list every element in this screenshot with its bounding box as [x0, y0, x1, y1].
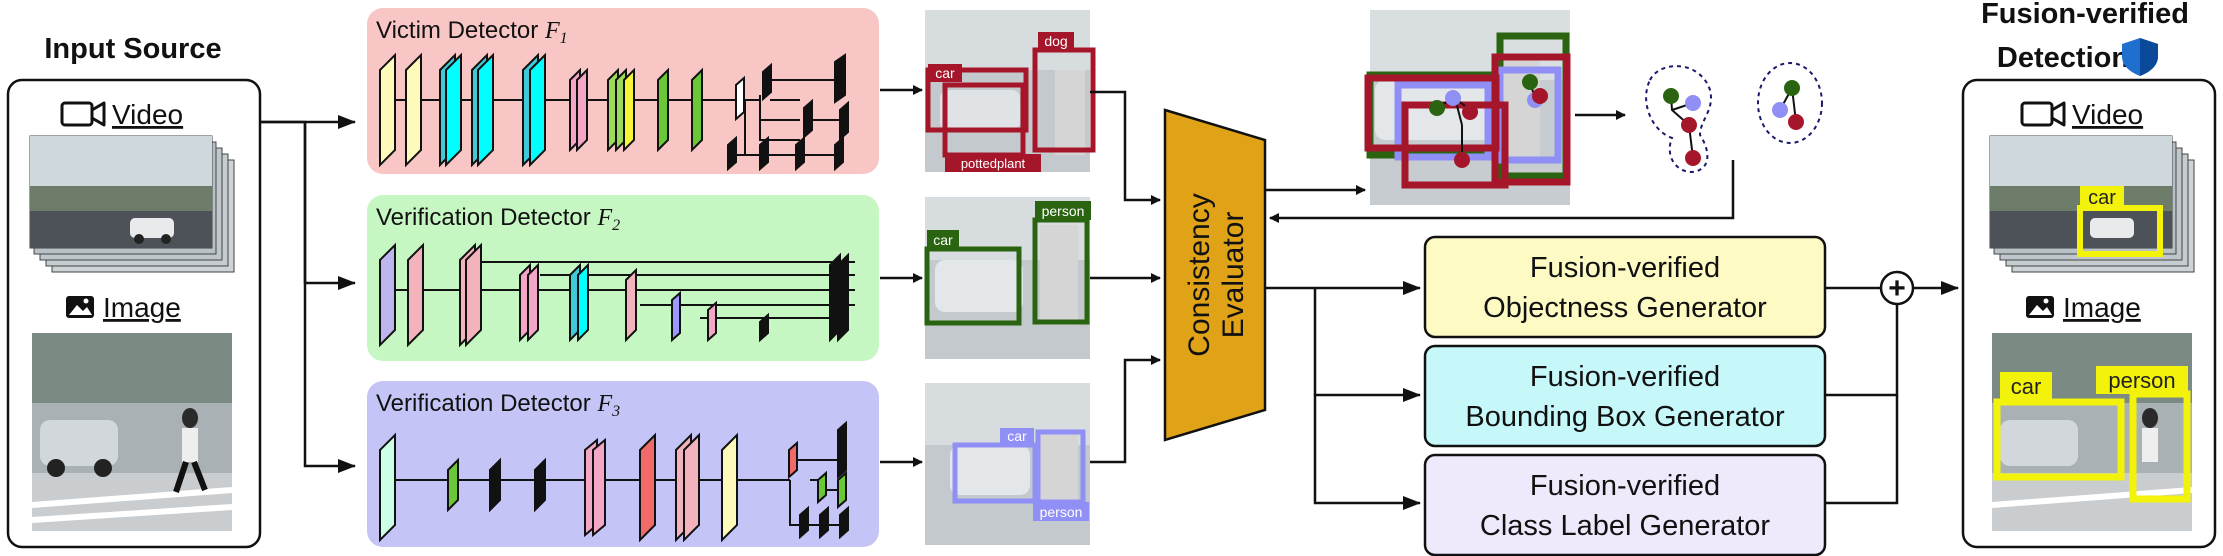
svg-text:person: person [1040, 504, 1083, 520]
input-image [31, 333, 233, 531]
detector-f3-network [379, 420, 849, 543]
output-title-line2: Detection [1997, 42, 2129, 74]
svg-text:Evaluator: Evaluator [1217, 212, 1250, 339]
detector-f3-title: Verification Detector F3 [376, 390, 620, 420]
svg-text:car: car [2088, 187, 2116, 209]
svg-text:dog: dog [1044, 33, 1067, 49]
detector-f2-title: Verification Detector F2 [376, 204, 620, 234]
f1-detection-result: car dog pottedplant [925, 10, 1096, 172]
svg-text:car: car [2011, 374, 2042, 399]
detector-output-arrows [880, 85, 923, 467]
svg-text:Fusion-verified: Fusion-verified [1530, 252, 1720, 284]
video-camera-icon [2020, 101, 2066, 127]
svg-text:Bounding Box Generator: Bounding Box Generator [1465, 401, 1785, 433]
svg-text:person: person [2108, 368, 2175, 393]
bounding-box-generator: Fusion-verified Bounding Box Generator [1423, 344, 1827, 448]
input-video-frames [29, 135, 235, 273]
image-icon [2026, 296, 2054, 318]
detector-f1-title: Victim Detector F1 [376, 17, 568, 47]
objectness-generator: Fusion-verified Objectness Generator [1423, 235, 1827, 339]
cluster-graph-2 [1757, 62, 1823, 144]
evaluator-to-generators [1265, 281, 1421, 510]
generators-to-sum [1825, 281, 1959, 505]
svg-text:Fusion-verified: Fusion-verified [1530, 361, 1720, 393]
svg-text:car: car [1007, 428, 1027, 444]
svg-text:person: person [1042, 203, 1085, 219]
input-title: Input Source [44, 33, 221, 65]
svg-text:car: car [935, 65, 955, 81]
fused-detections-overlay [1364, 10, 1571, 205]
class-label-generator: Fusion-verified Class Label Generator [1423, 453, 1827, 556]
svg-text:+: + [1888, 272, 1906, 305]
output-image: car person [1991, 333, 2193, 531]
image-icon [66, 296, 94, 318]
input-image-label: Image [103, 292, 181, 323]
output-title-line1: Fusion-verified [1981, 0, 2189, 30]
consistency-evaluator: Consistency Evaluator [1163, 108, 1267, 442]
detector-f2-panel [367, 195, 879, 361]
shield-icon [2122, 38, 2158, 76]
input-video-label: Video [112, 99, 183, 130]
svg-text:Consistency: Consistency [1183, 193, 1216, 356]
detector-f1-network [379, 52, 849, 172]
video-camera-icon [60, 101, 106, 127]
svg-text:pottedplant: pottedplant [961, 156, 1026, 171]
cluster-graph-1 [1645, 65, 1713, 174]
detector-f2-network [379, 242, 855, 348]
input-connectors [260, 115, 356, 473]
svg-text:car: car [933, 232, 953, 248]
svg-text:Objectness Generator: Objectness Generator [1483, 292, 1767, 324]
output-video-frames: car [1989, 135, 2195, 273]
thumbnail-connectors [1090, 90, 1161, 464]
output-video-label: Video [2072, 99, 2143, 130]
f2-detection-result: car person [924, 197, 1091, 359]
svg-text:Class Label Generator: Class Label Generator [1480, 510, 1770, 542]
evaluator-loop-arrows [1265, 160, 1735, 223]
svg-text:Fusion-verified: Fusion-verified [1530, 470, 1720, 502]
sum-node: + [1879, 270, 1915, 306]
output-image-label: Image [2063, 292, 2141, 323]
f3-detection-result: car person [925, 383, 1090, 545]
